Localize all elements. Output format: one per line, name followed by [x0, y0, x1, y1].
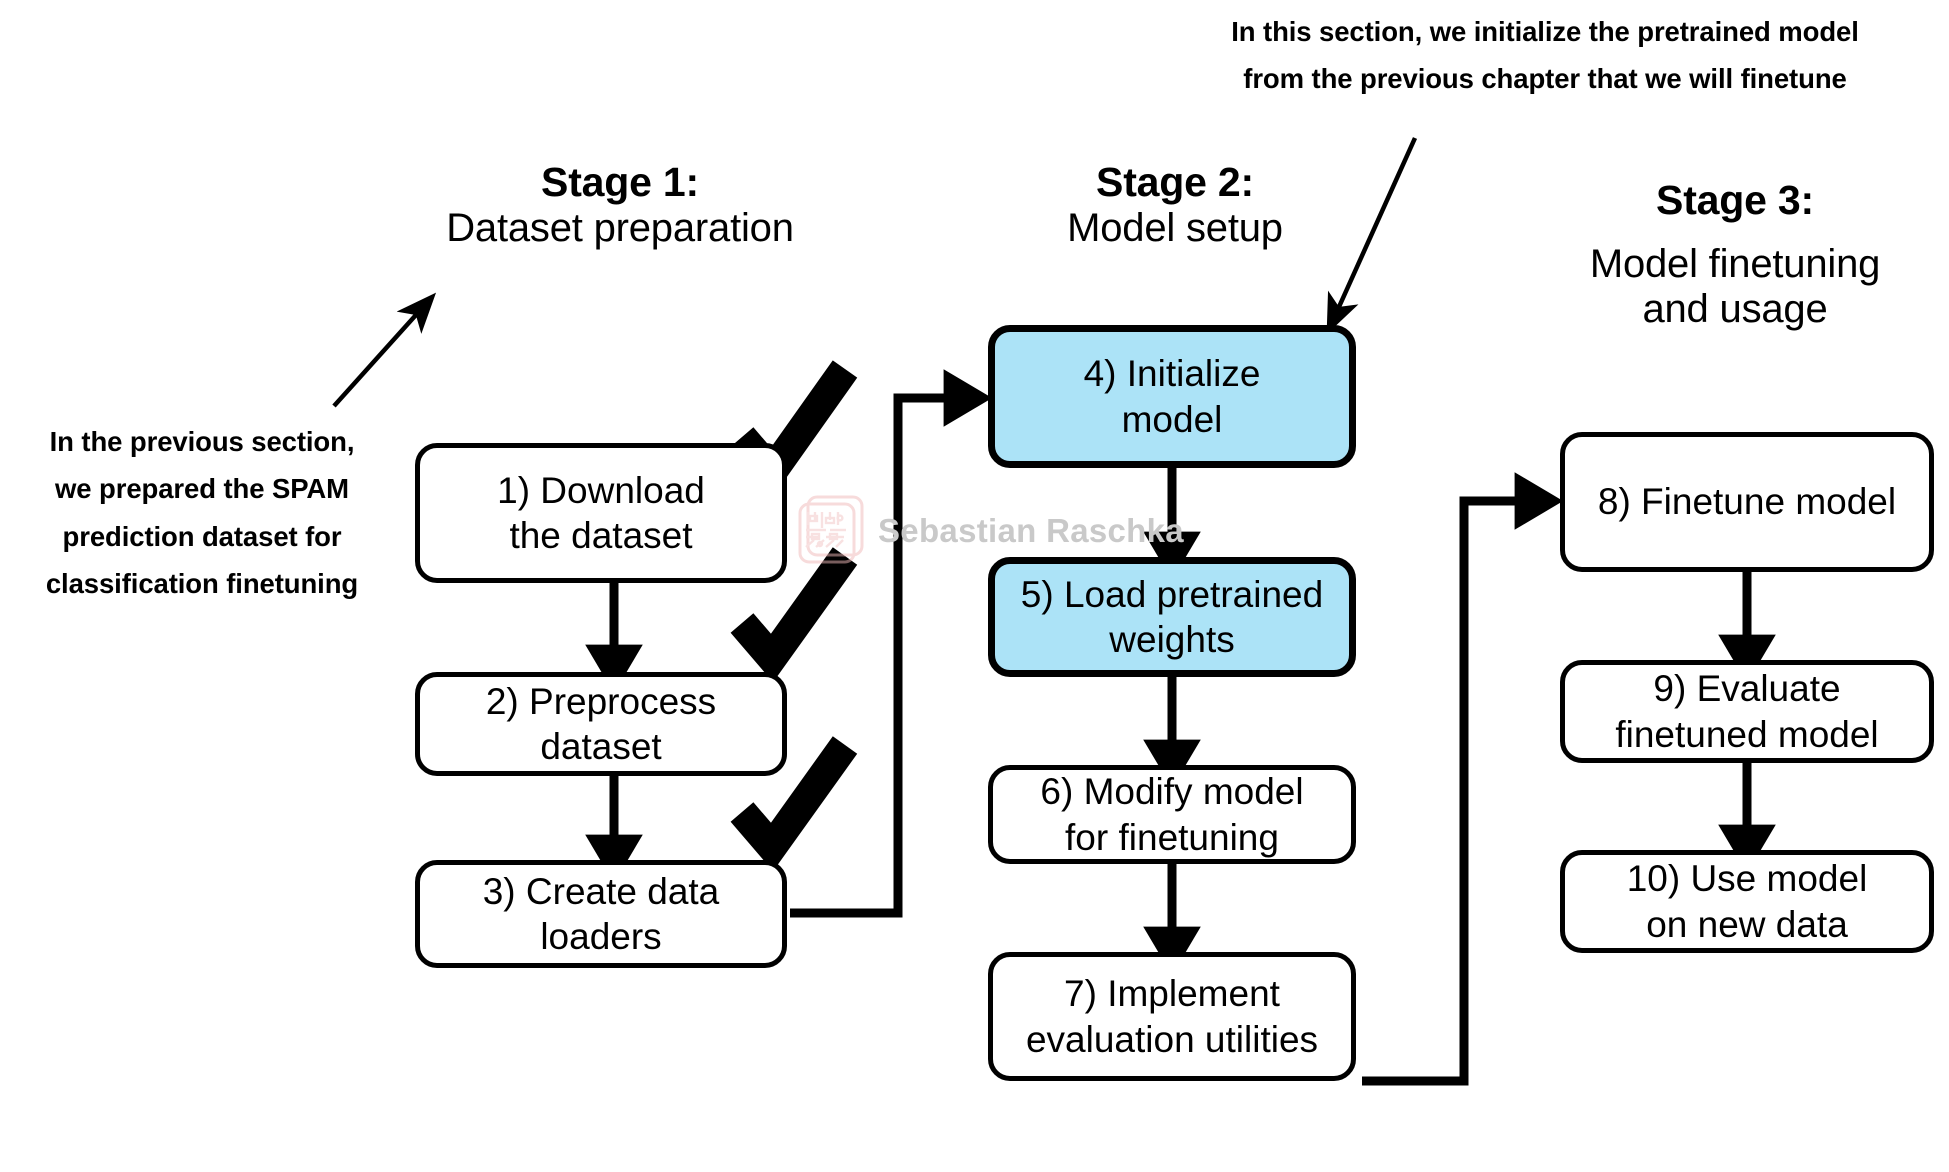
stage-header-1: Stage 1: Dataset preparation: [390, 159, 850, 251]
node-step-9[interactable]: 9) Evaluate finetuned model: [1560, 660, 1934, 763]
node-step-6[interactable]: 6) Modify model for finetuning: [988, 765, 1356, 864]
connector-step7-to-step8: [1362, 472, 1564, 1086]
node-step-4[interactable]: 4) Initialize model: [988, 325, 1356, 468]
stage-1-subtitle: Dataset preparation: [446, 205, 794, 250]
annotation-previous-section: In the previous section, we prepared the…: [45, 426, 359, 599]
connector-step3-to-step4: [790, 369, 993, 918]
node-step-2[interactable]: 2) Preprocess dataset: [415, 672, 787, 776]
watermark-text: Sebastian Raschka: [878, 512, 1184, 549]
circuit-chip-logo-icon: [798, 495, 864, 564]
annotation-arrow-previous-section: [332, 292, 437, 408]
stage-3-title: Stage 3:: [1656, 176, 1814, 223]
stage-header-3: Stage 3: Model finetuning and usage: [1520, 160, 1949, 349]
node-step-8[interactable]: 8) Finetune model: [1560, 432, 1934, 572]
stage-2-subtitle: Model setup: [1067, 205, 1283, 250]
stage-3-subtitle: Model finetuning and usage: [1589, 241, 1881, 331]
stage-1-title: Stage 1:: [541, 159, 699, 205]
annotation-this-section: In this section, we initialize the pretr…: [1231, 16, 1859, 95]
node-step-7[interactable]: 7) Implement evaluation utilities: [988, 952, 1356, 1081]
node-step-1[interactable]: 1) Download the dataset: [415, 443, 787, 583]
stage-header-2: Stage 2: Model setup: [960, 159, 1390, 251]
node-step-10[interactable]: 10) Use model on new data: [1560, 850, 1934, 953]
node-step-5[interactable]: 5) Load pretrained weights: [988, 557, 1356, 677]
node-step-3[interactable]: 3) Create data loaders: [415, 860, 787, 968]
stage-2-title: Stage 2:: [1096, 159, 1254, 205]
